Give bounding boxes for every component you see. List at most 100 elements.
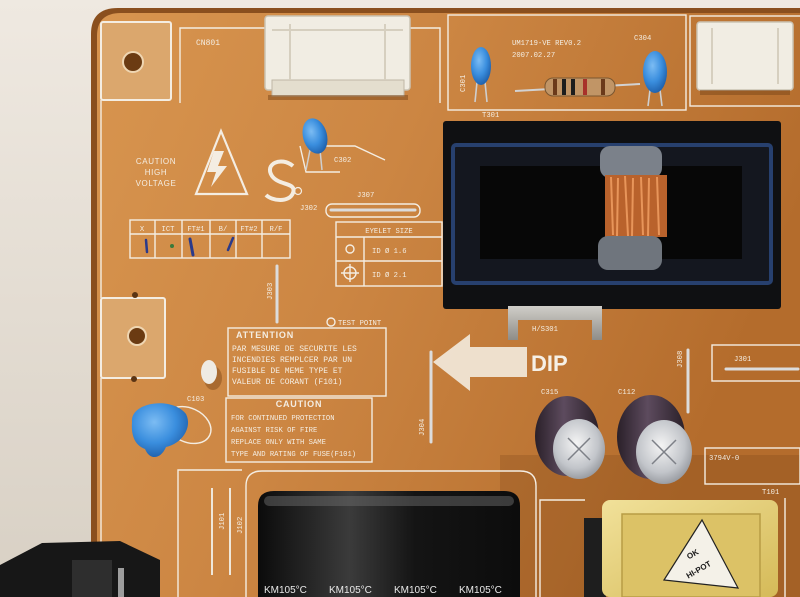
eyelet-title: EYELET SIZE: [365, 228, 412, 236]
hs301-bracket: [508, 306, 602, 340]
mounting-hole-top: [122, 51, 144, 73]
hv-warning-line-3: VOLTAGE: [136, 179, 177, 188]
table-header-ict: ICT: [162, 226, 176, 234]
eyelet-grid: [336, 236, 442, 286]
hipot-label-icon: [662, 518, 740, 589]
c315-vent: [567, 437, 591, 461]
attention-title: ATTENTION: [236, 330, 294, 340]
j308-label: J308: [677, 351, 685, 368]
part-code-label: 3794V-0: [709, 455, 739, 463]
ac-inlet-pin: [118, 568, 124, 597]
test-table-grid: [130, 220, 290, 258]
resistor-band-5: [601, 79, 605, 95]
table-header-ft2: FT#2: [240, 226, 257, 234]
solder-point-2: [131, 376, 137, 382]
bulk-capacitor-marking-1: KM105°C: [264, 585, 307, 596]
c304-label: C304: [634, 35, 651, 43]
lightning-bolt-icon: [207, 151, 227, 187]
cn801-label: CN801: [196, 39, 220, 48]
part-code-outline: [704, 447, 800, 485]
solder-point-1: [132, 292, 138, 298]
c103-capacitor: [131, 403, 189, 458]
t101-label: T101: [762, 489, 779, 497]
attention-box: [227, 327, 387, 397]
c302-capacitor: [302, 118, 328, 154]
bottom-right-outline: [539, 498, 786, 597]
caution-title: CAUTION: [276, 399, 323, 409]
attention-line-1: PAR MESURE DE SECURITE LES: [232, 345, 357, 354]
caution-line-1: FOR CONTINUED PROTECTION: [231, 415, 335, 423]
hs301-label: H/S301: [532, 326, 558, 334]
bulk-capacitor-marking-2: KM105°C: [329, 585, 372, 596]
eyelet-crosshair-icon: [341, 264, 359, 282]
j304-label: J304: [419, 419, 427, 436]
attention-line-3: FUSIBLE DE MEME TYPE ET: [232, 367, 343, 376]
j301-outline: [711, 344, 800, 382]
small-eyelet-icon: [345, 244, 355, 254]
t301-tape-bottom: [598, 236, 662, 270]
board-date-label: 2007.02.27: [512, 52, 555, 60]
t101-core: [584, 518, 606, 597]
table-header-b: B/: [219, 226, 228, 234]
ink-mark-2: [170, 244, 174, 248]
dip-arrow-icon: [433, 334, 527, 391]
c301-label: C301: [460, 75, 468, 92]
bulk-capacitor: [258, 491, 520, 597]
bulk-capacitor-marking-4: KM105°C: [459, 585, 502, 596]
ink-mark-3: [188, 237, 195, 257]
table-header-rf: R/F: [270, 226, 283, 234]
caution-line-2: AGAINST RISK OF FIRE: [231, 427, 317, 435]
ac-inlet-detail: [72, 560, 112, 597]
table-header-x: X: [140, 226, 145, 234]
attention-line-4: VALEUR DE CORANT (F101): [232, 378, 342, 387]
cn801-connector: [264, 15, 411, 91]
j102-label: J102: [237, 517, 245, 534]
j101-label: J101: [219, 513, 227, 530]
eyelet-box: [335, 221, 443, 287]
cn801-connector-ridges: [272, 24, 403, 80]
t301-label: T301: [482, 112, 499, 120]
attention-line-2: INCENDIES REMPLCER PAR UN: [232, 356, 352, 365]
resistor-band-1: [553, 79, 557, 95]
bulk-capacitor-outline: [245, 470, 537, 597]
t301-tape-top: [600, 146, 662, 178]
c302-leads: [305, 149, 323, 171]
eyelet-small-label: ID Ø 1.6: [372, 247, 407, 256]
test-point-label: TEST POINT: [338, 320, 382, 328]
bottom-left-outline: [177, 469, 242, 597]
bulk-capacitor-highlight: [264, 496, 514, 506]
c112-vent: [651, 439, 677, 465]
eyelet-large-label: ID Ø 2.1: [372, 271, 407, 280]
top-component-outline: [447, 14, 687, 111]
ink-mark-4: [226, 236, 235, 252]
board-revision-label: UM1719-VE REV0.2: [512, 40, 581, 48]
table-header-ft1: FT#1: [187, 226, 204, 234]
j307-outline: [325, 203, 421, 218]
c315-label: C315: [541, 389, 558, 397]
hv-warning-line-2: HIGH: [145, 168, 167, 177]
c304-capacitor: [643, 51, 667, 93]
resistor-band-3: [571, 79, 575, 95]
ink-mark-1: [144, 238, 149, 254]
cn801-shadow: [268, 95, 408, 100]
right-connector-outline: [689, 15, 800, 107]
t301-winding-strands: [610, 175, 660, 237]
caution-box: [225, 397, 373, 463]
ferrite-bead: [201, 360, 217, 384]
c112-label: C112: [618, 389, 635, 397]
j303-label: J303: [267, 283, 275, 300]
caution-line-4: TYPE AND RATING OF FUSE(F101): [231, 451, 356, 459]
c103-label: C103: [187, 396, 204, 404]
c302-label: C302: [334, 157, 351, 165]
hv-warning-line-1: CAUTION: [136, 157, 176, 166]
bulk-capacitor-marking-3: KM105°C: [394, 585, 437, 596]
right-connector-shadow: [700, 90, 790, 95]
resistor-band-4: [583, 79, 587, 95]
caution-line-3: REPLACE ONLY WITH SAME: [231, 439, 326, 447]
resistor-band-2: [562, 79, 566, 95]
mounting-hole-middle: [127, 326, 147, 346]
j307-label: J307: [357, 192, 374, 200]
logo-mark-icon: [293, 186, 303, 196]
